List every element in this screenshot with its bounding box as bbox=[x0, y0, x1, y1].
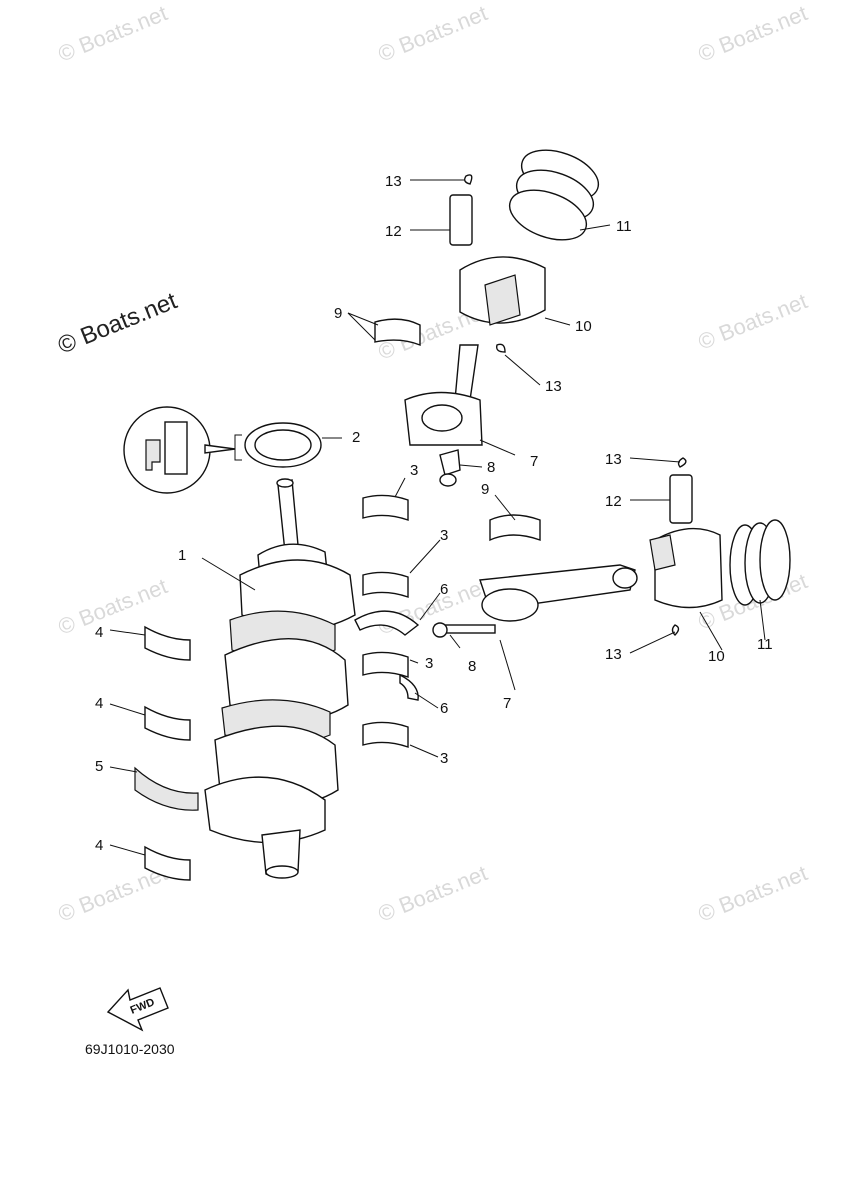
callout-11: 11 bbox=[757, 636, 773, 653]
callout-4: 4 bbox=[95, 837, 103, 854]
callout-10: 10 bbox=[575, 318, 592, 335]
upper-piston-assembly bbox=[374, 149, 600, 487]
crankshaft bbox=[204, 478, 356, 879]
callout-1: 1 bbox=[178, 547, 186, 564]
watermark: © Boats.net bbox=[55, 0, 171, 66]
callout-13: 13 bbox=[605, 646, 622, 663]
callout-9: 9 bbox=[481, 481, 489, 498]
callout-3: 3 bbox=[425, 655, 433, 672]
watermark: © Boats.net bbox=[695, 860, 811, 926]
callout-12: 12 bbox=[605, 493, 622, 510]
callout-labels: 1 2 3 3 3 3 4 4 4 5 6 6 7 7 8 8 9 9 10 1… bbox=[95, 173, 773, 854]
watermark: © Boats.net bbox=[695, 0, 811, 66]
callout-4: 4 bbox=[95, 624, 103, 641]
callout-5: 5 bbox=[95, 758, 103, 775]
seal-detail-inset bbox=[123, 406, 236, 494]
callout-7: 7 bbox=[503, 695, 511, 712]
leader-lines bbox=[109, 179, 766, 856]
oil-seal bbox=[234, 422, 322, 468]
watermark: © Boats.net bbox=[55, 573, 171, 639]
callout-6: 6 bbox=[440, 700, 448, 717]
watermark: © Boats.net bbox=[375, 0, 491, 66]
callout-2: 2 bbox=[352, 429, 360, 446]
callout-7: 7 bbox=[530, 453, 538, 470]
callout-8: 8 bbox=[468, 658, 476, 675]
part-code: 69J1010-2030 bbox=[85, 1041, 175, 1057]
callout-3: 3 bbox=[440, 750, 448, 767]
callout-13: 13 bbox=[545, 378, 562, 395]
watermark: © Boats.net bbox=[695, 288, 811, 354]
callout-3: 3 bbox=[440, 527, 448, 544]
callout-11: 11 bbox=[616, 218, 632, 235]
watermark-large: © Boats.net bbox=[54, 287, 181, 359]
callout-13: 13 bbox=[385, 173, 402, 190]
callout-13: 13 bbox=[605, 451, 622, 468]
lower-bearing-group bbox=[134, 625, 199, 881]
callout-4: 4 bbox=[95, 695, 103, 712]
callout-8: 8 bbox=[487, 459, 495, 476]
thrust-washer-group bbox=[354, 610, 420, 701]
lower-piston-assembly bbox=[432, 457, 791, 638]
callout-9: 9 bbox=[334, 305, 342, 322]
main-bearing-group bbox=[362, 494, 409, 748]
callout-6: 6 bbox=[440, 581, 448, 598]
callout-10: 10 bbox=[708, 648, 725, 665]
callout-3: 3 bbox=[410, 462, 418, 479]
callout-12: 12 bbox=[385, 223, 402, 240]
watermark: © Boats.net bbox=[375, 860, 491, 926]
fwd-arrow-icon: FWD bbox=[106, 987, 169, 1032]
